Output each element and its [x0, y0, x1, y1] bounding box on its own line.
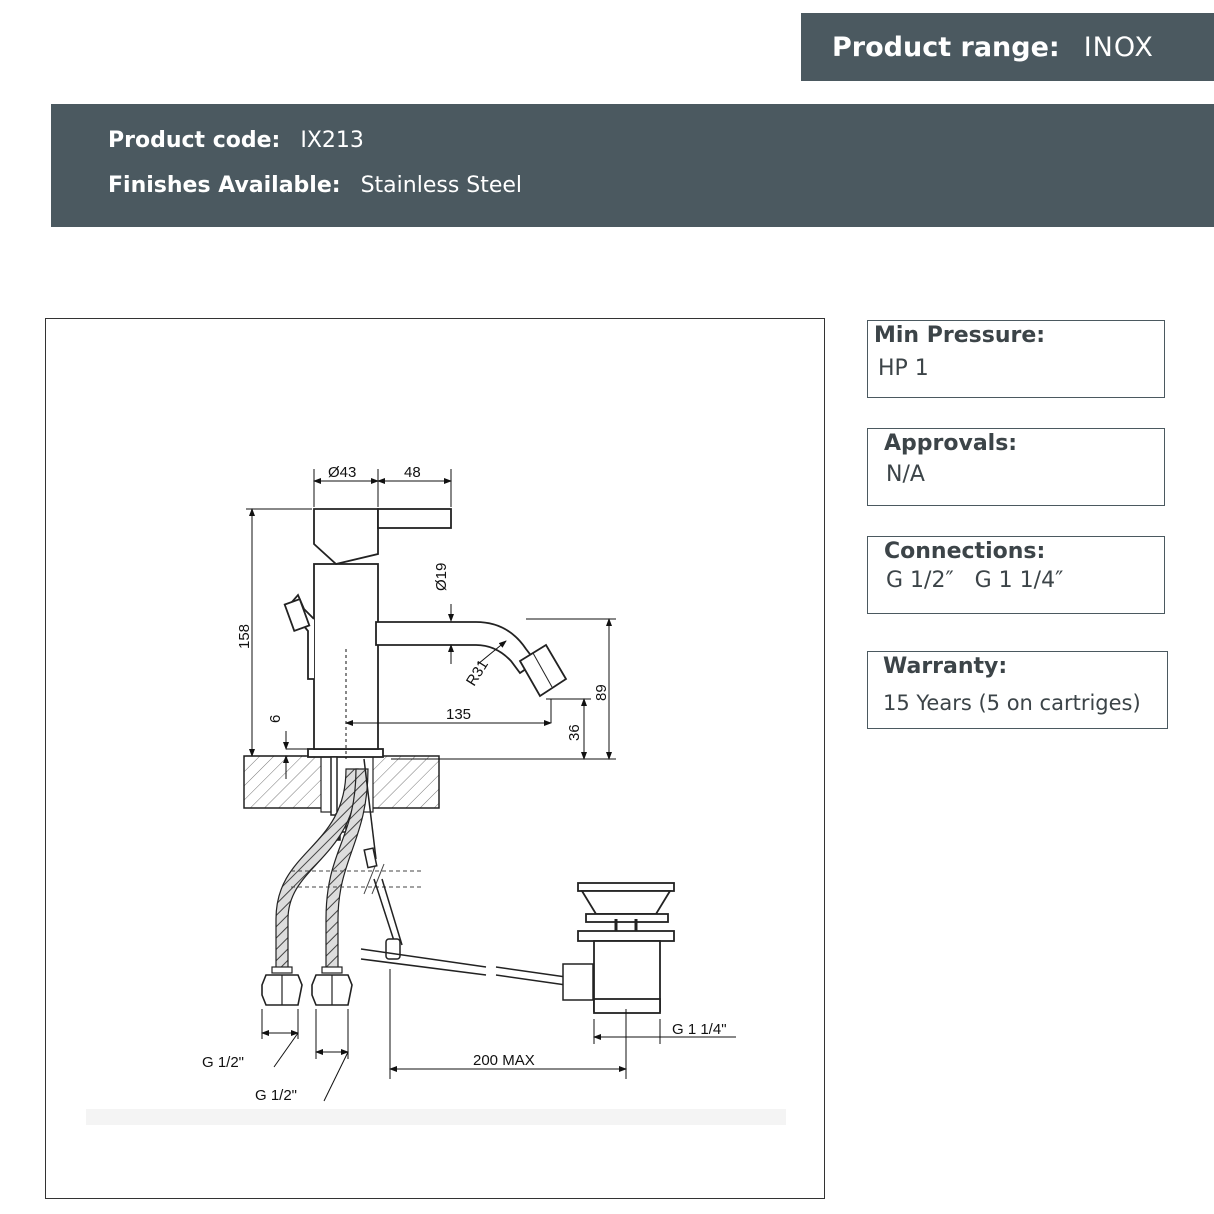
- dim-nozzle-height: 36: [566, 724, 583, 741]
- product-code-row: Product code: IX213: [108, 118, 1214, 163]
- dim-hose-left-thread: G 1/2": [202, 1054, 244, 1071]
- approvals-label: Approvals:: [884, 431, 1018, 456]
- dimension-lines: [246, 469, 736, 1102]
- dim-total-height: 158: [236, 624, 253, 649]
- technical-drawing-frame: Ø43 48 158 Ø19 R31 135 89 6 36 G 1/2" G …: [45, 318, 825, 1199]
- connections-box: Connections: G 1/2″ G 1 1/4″: [867, 536, 1165, 614]
- dim-outlet-height: 89: [593, 684, 610, 701]
- product-range-label: Product range:: [832, 31, 1060, 63]
- connections-label: Connections:: [884, 539, 1046, 564]
- min-pressure-label: Min Pressure:: [874, 323, 1046, 348]
- pop-up-waste: [577, 882, 675, 1014]
- dim-rod-length: 200 MAX: [473, 1052, 535, 1069]
- finishes-row: Finishes Available: Stainless Steel: [108, 163, 1214, 208]
- technical-drawing: Ø43 48 158 Ø19 R31 135 89 6 36 G 1/2" G …: [86, 464, 786, 1125]
- connections-value: G 1/2″ G 1 1/4″: [886, 568, 1064, 593]
- approvals-box: Approvals: N/A: [867, 428, 1165, 506]
- product-code-label: Product code:: [108, 128, 281, 153]
- product-range-banner: Product range: INOX: [801, 13, 1214, 81]
- drawing-shadow-strip: [86, 1109, 786, 1125]
- product-range-value: INOX: [1083, 31, 1154, 63]
- product-code-value: IX213: [300, 128, 364, 153]
- min-pressure-value: HP 1: [878, 356, 929, 381]
- finishes-label: Finishes Available:: [108, 173, 341, 198]
- approvals-value: N/A: [886, 462, 925, 487]
- dim-spout-radius: R31: [463, 657, 492, 689]
- dim-lever-length: 48: [404, 464, 421, 481]
- dim-body-diameter: Ø43: [328, 464, 356, 481]
- product-info-banner: Product code: IX213 Finishes Available: …: [51, 104, 1214, 227]
- dim-spout-reach: 135: [446, 706, 471, 723]
- flexible-hoses: [261, 768, 369, 1006]
- warranty-value: 15 Years (5 on cartriges): [883, 691, 1141, 715]
- dim-hose-right-thread: G 1/2": [255, 1087, 297, 1104]
- dim-waste-thread: G 1 1/4": [672, 1021, 727, 1038]
- break-lines: [291, 863, 421, 895]
- dim-base-height: 6: [267, 715, 284, 723]
- min-pressure-box: Min Pressure: HP 1: [867, 320, 1165, 398]
- warranty-label: Warranty:: [883, 654, 1008, 679]
- finishes-value: Stainless Steel: [360, 173, 523, 198]
- faucet-body: [283, 508, 568, 758]
- warranty-box: Warranty: 15 Years (5 on cartriges): [867, 651, 1168, 729]
- pop-up-rod: [360, 758, 594, 1001]
- dim-spout-diameter: Ø19: [433, 563, 450, 591]
